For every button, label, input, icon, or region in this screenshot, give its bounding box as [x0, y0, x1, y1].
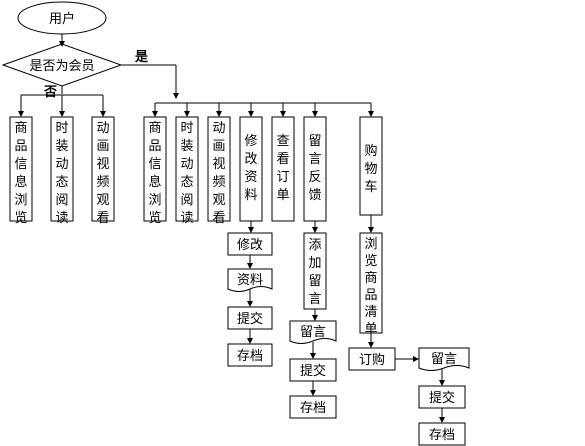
decision-label: 是否为会员 — [29, 59, 94, 74]
feedback-step-label-3: 提交 — [300, 363, 326, 379]
cart-step-box-3 — [418, 347, 470, 371]
member-item-label-7: 购物车 — [364, 143, 377, 195]
modify-step-label-4: 存档 — [237, 349, 263, 364]
member-item-label-1: 商品信息浏览 — [148, 121, 161, 226]
cart-step-label-1: 浏览商品清单 — [364, 236, 377, 337]
cart-step-label-4: 提交 — [429, 390, 455, 406]
guest-item-label-2: 时装动态阅读 — [55, 121, 68, 226]
member-item-label-3: 动画视频观看 — [212, 121, 225, 226]
yes-label: 是 — [134, 50, 149, 65]
feedback-step-label-2: 留言 — [300, 325, 326, 340]
member-item-box-6 — [303, 116, 327, 222]
feedback-step-label-1: 添加留言 — [308, 238, 321, 307]
cart-step-label-3: 留言 — [431, 352, 457, 367]
cart-step-label-5: 存档 — [429, 428, 455, 443]
feedback-step-label-4: 存档 — [300, 401, 326, 416]
guest-item-label-1: 商品信息浏览 — [14, 121, 27, 226]
modify-step-label-1: 修改 — [237, 238, 263, 253]
member-item-label-5: 查看订单 — [276, 134, 289, 203]
cart-step-label-2: 订购 — [359, 352, 385, 368]
member-item-label-6: 留言反馈 — [308, 134, 321, 203]
member-item-label-4: 修改资料 — [244, 134, 257, 203]
guest-item-label-3: 动画视频观看 — [96, 121, 109, 226]
no-label: 否 — [43, 85, 57, 100]
member-item-box-4 — [239, 116, 263, 222]
member-item-box-5 — [271, 116, 295, 222]
modify-step-box-2 — [227, 268, 273, 292]
member-item-label-2: 时装动态阅读 — [180, 121, 193, 226]
feedback-step-box-2 — [289, 320, 337, 344]
modify-step-label-2: 资料 — [237, 273, 263, 288]
modify-step-label-3: 提交 — [237, 311, 263, 327]
start-label: 用户 — [49, 11, 75, 27]
